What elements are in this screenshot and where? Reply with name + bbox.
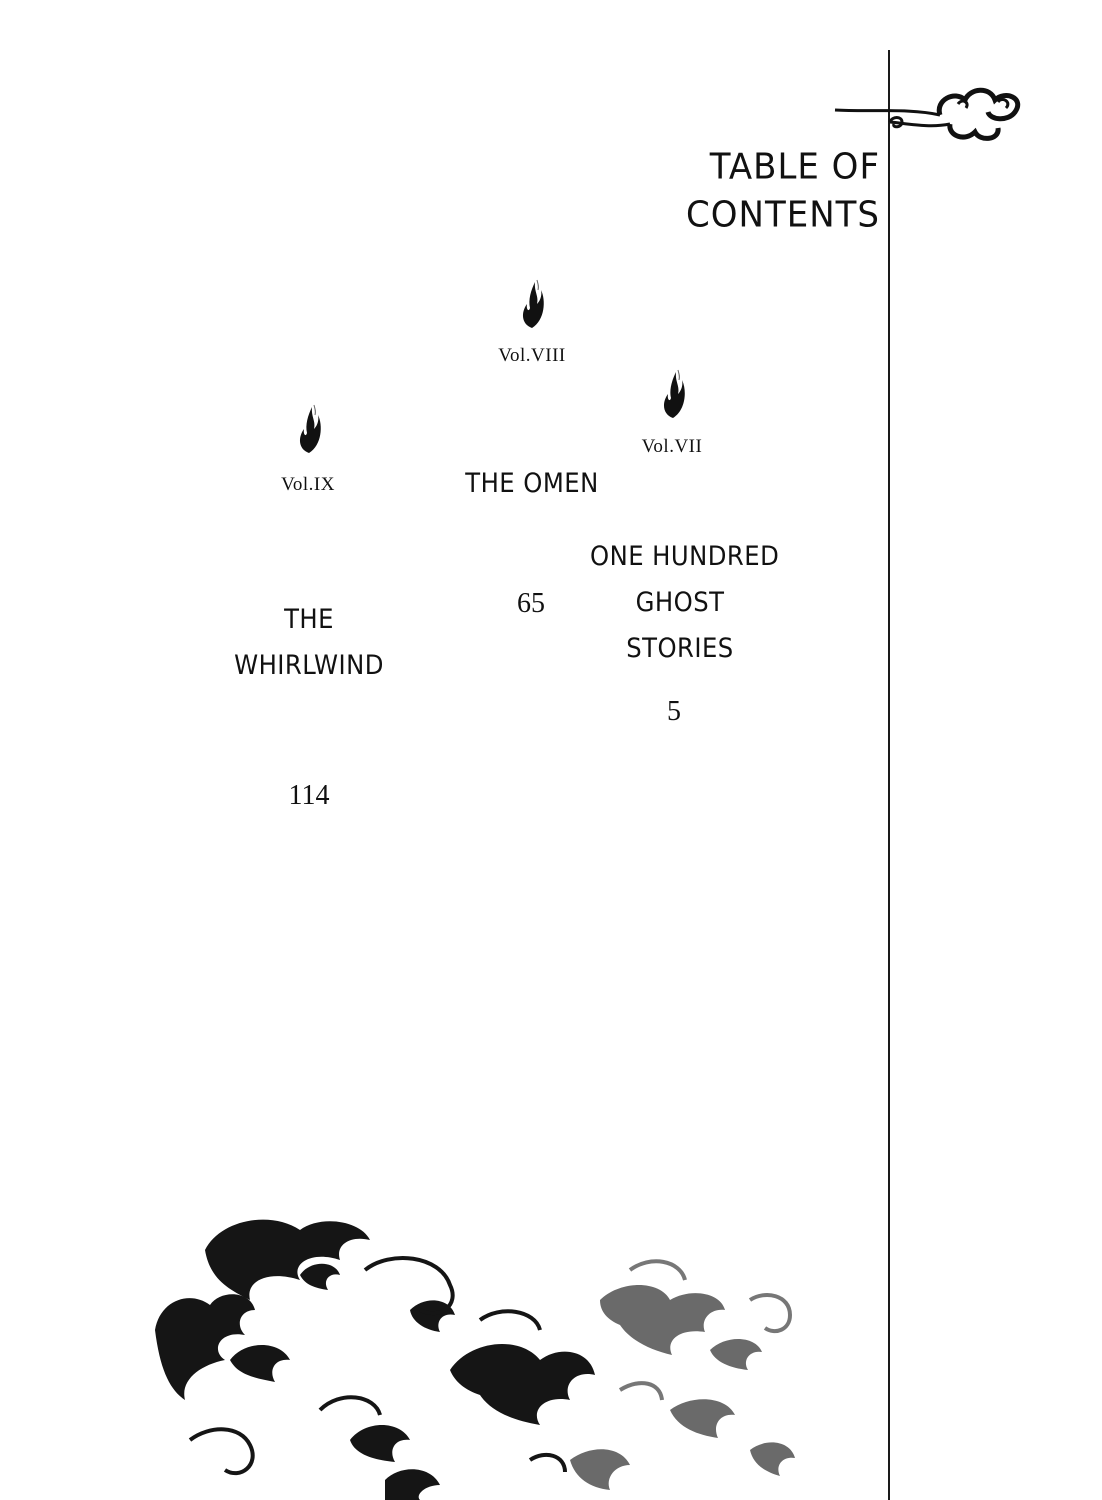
story-title-line: THE OMEN bbox=[465, 468, 599, 499]
flame-icon bbox=[663, 369, 685, 418]
toc-title-line2: CONTENTS bbox=[686, 194, 880, 237]
volume-label: Vol.VII bbox=[641, 436, 703, 457]
volume-label: Vol.IX bbox=[281, 474, 335, 495]
volume-label: Vol.VIII bbox=[498, 345, 566, 366]
cloud-swirl-icon bbox=[834, 87, 1020, 141]
story-title-line: GHOST bbox=[635, 587, 725, 618]
story-title: ONE HUNDRED GHOST STORIES bbox=[590, 534, 780, 672]
story-title: THE OMEN bbox=[449, 461, 615, 507]
flame-icon bbox=[522, 279, 544, 328]
toc-title-line1: TABLE OF bbox=[709, 145, 880, 188]
vertical-rule bbox=[888, 50, 890, 1500]
story-title: THE WHIRLWIND bbox=[224, 597, 395, 689]
page-number: 5 bbox=[667, 696, 681, 727]
flame-icon bbox=[299, 404, 321, 453]
story-title-line: THE bbox=[284, 604, 334, 635]
toc-title: TABLE OF CONTENTS bbox=[660, 143, 880, 240]
page-number: 114 bbox=[288, 780, 330, 811]
story-title-line: STORIES bbox=[626, 633, 734, 664]
ink-cloud-icon bbox=[155, 1219, 795, 1500]
page-number: 65 bbox=[517, 588, 545, 619]
story-title-line: WHIRLWIND bbox=[234, 650, 384, 681]
story-title-line: ONE HUNDRED bbox=[590, 541, 780, 572]
